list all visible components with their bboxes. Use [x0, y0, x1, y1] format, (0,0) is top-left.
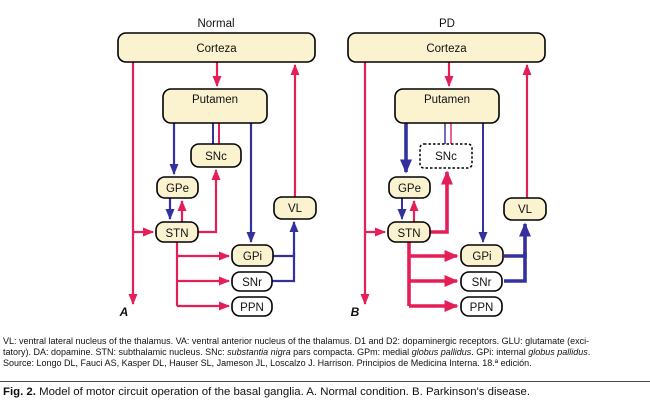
node-cortex-a-label: Corteza: [196, 43, 237, 55]
node-snr-b: [460, 271, 503, 292]
node-gpi-a-label: GPi: [243, 251, 262, 263]
arrow-gpi-vl-b-thick: [504, 222, 531, 258]
node-ppn-b: [460, 296, 503, 317]
node-stn-a-label: STN: [166, 228, 189, 240]
arrow-snr-vl-b-thick: [504, 252, 527, 283]
node-putamen-b-label: Putamen: [424, 94, 470, 106]
node-vl-b-label: VL: [518, 204, 533, 216]
caption-divider: [0, 381, 650, 382]
node-stn-b-label: STN: [398, 228, 421, 240]
node-vl-a-label: VL: [288, 203, 303, 215]
node-vl-b: [503, 197, 547, 221]
node-gpi-a: [231, 244, 274, 267]
node-snr-a: [231, 271, 273, 292]
panel-a-title: Normal: [197, 18, 234, 30]
panel-b-letter: B: [351, 305, 360, 319]
legend-line-1: VL: ventral lateral nucleus of the thala…: [3, 336, 590, 346]
panel-a-letter: A: [119, 305, 129, 319]
node-snr-a-label: SNr: [242, 277, 262, 289]
node-putamen-b: [394, 88, 500, 124]
node-snc-a-label: SNc: [205, 151, 227, 163]
legend-line-3: Source: Longo DL, Fauci AS, Kasper DL, H…: [3, 357, 532, 368]
node-ppn-a-label: PPN: [240, 302, 264, 314]
node-cortex-b: [347, 32, 546, 63]
node-snc-a: [190, 143, 242, 168]
node-gpe-b-label: GPe: [398, 183, 421, 195]
arrow-gpi-vl-a: [273, 221, 299, 258]
abbreviation-legend: VL: ventral lateral nucleus of the thala…: [3, 336, 649, 368]
arrow-snr-vl-a: [272, 252, 296, 283]
arrow-stn-snc-a: [198, 169, 221, 234]
node-stn-b: [387, 221, 431, 243]
node-putamen-a: [162, 88, 268, 124]
node-snc-b-degenerated: [419, 143, 473, 169]
node-gpe-a: [156, 176, 199, 199]
figure-caption: Fig. 2. Model of motor circuit operation…: [3, 386, 531, 398]
node-putamen-a-label: Putamen: [192, 94, 238, 106]
node-gpi-b-label: GPi: [472, 251, 491, 263]
node-gpe-a-label: GPe: [166, 183, 189, 195]
panel-b-title: PD: [439, 18, 455, 30]
legend-line-2: tatory). DA: dopamine. STN: subthalamic …: [3, 346, 591, 357]
circuit-diagram: Normal Corteza Putamen SNc GPe STN VL G: [117, 18, 547, 319]
node-cortex-a: [117, 32, 316, 63]
node-gpi-b: [460, 244, 504, 267]
node-cortex-b-label: Corteza: [426, 43, 467, 55]
node-snr-b-label: SNr: [472, 277, 492, 289]
arrow-stn-snc-b-thick: [430, 170, 453, 234]
node-ppn-b-label: PPN: [470, 302, 494, 314]
node-vl-a: [273, 196, 317, 220]
node-ppn-a: [231, 296, 273, 317]
node-gpe-b: [388, 176, 431, 199]
node-stn-a: [155, 221, 199, 243]
node-snc-b-label: SNc: [435, 151, 457, 163]
